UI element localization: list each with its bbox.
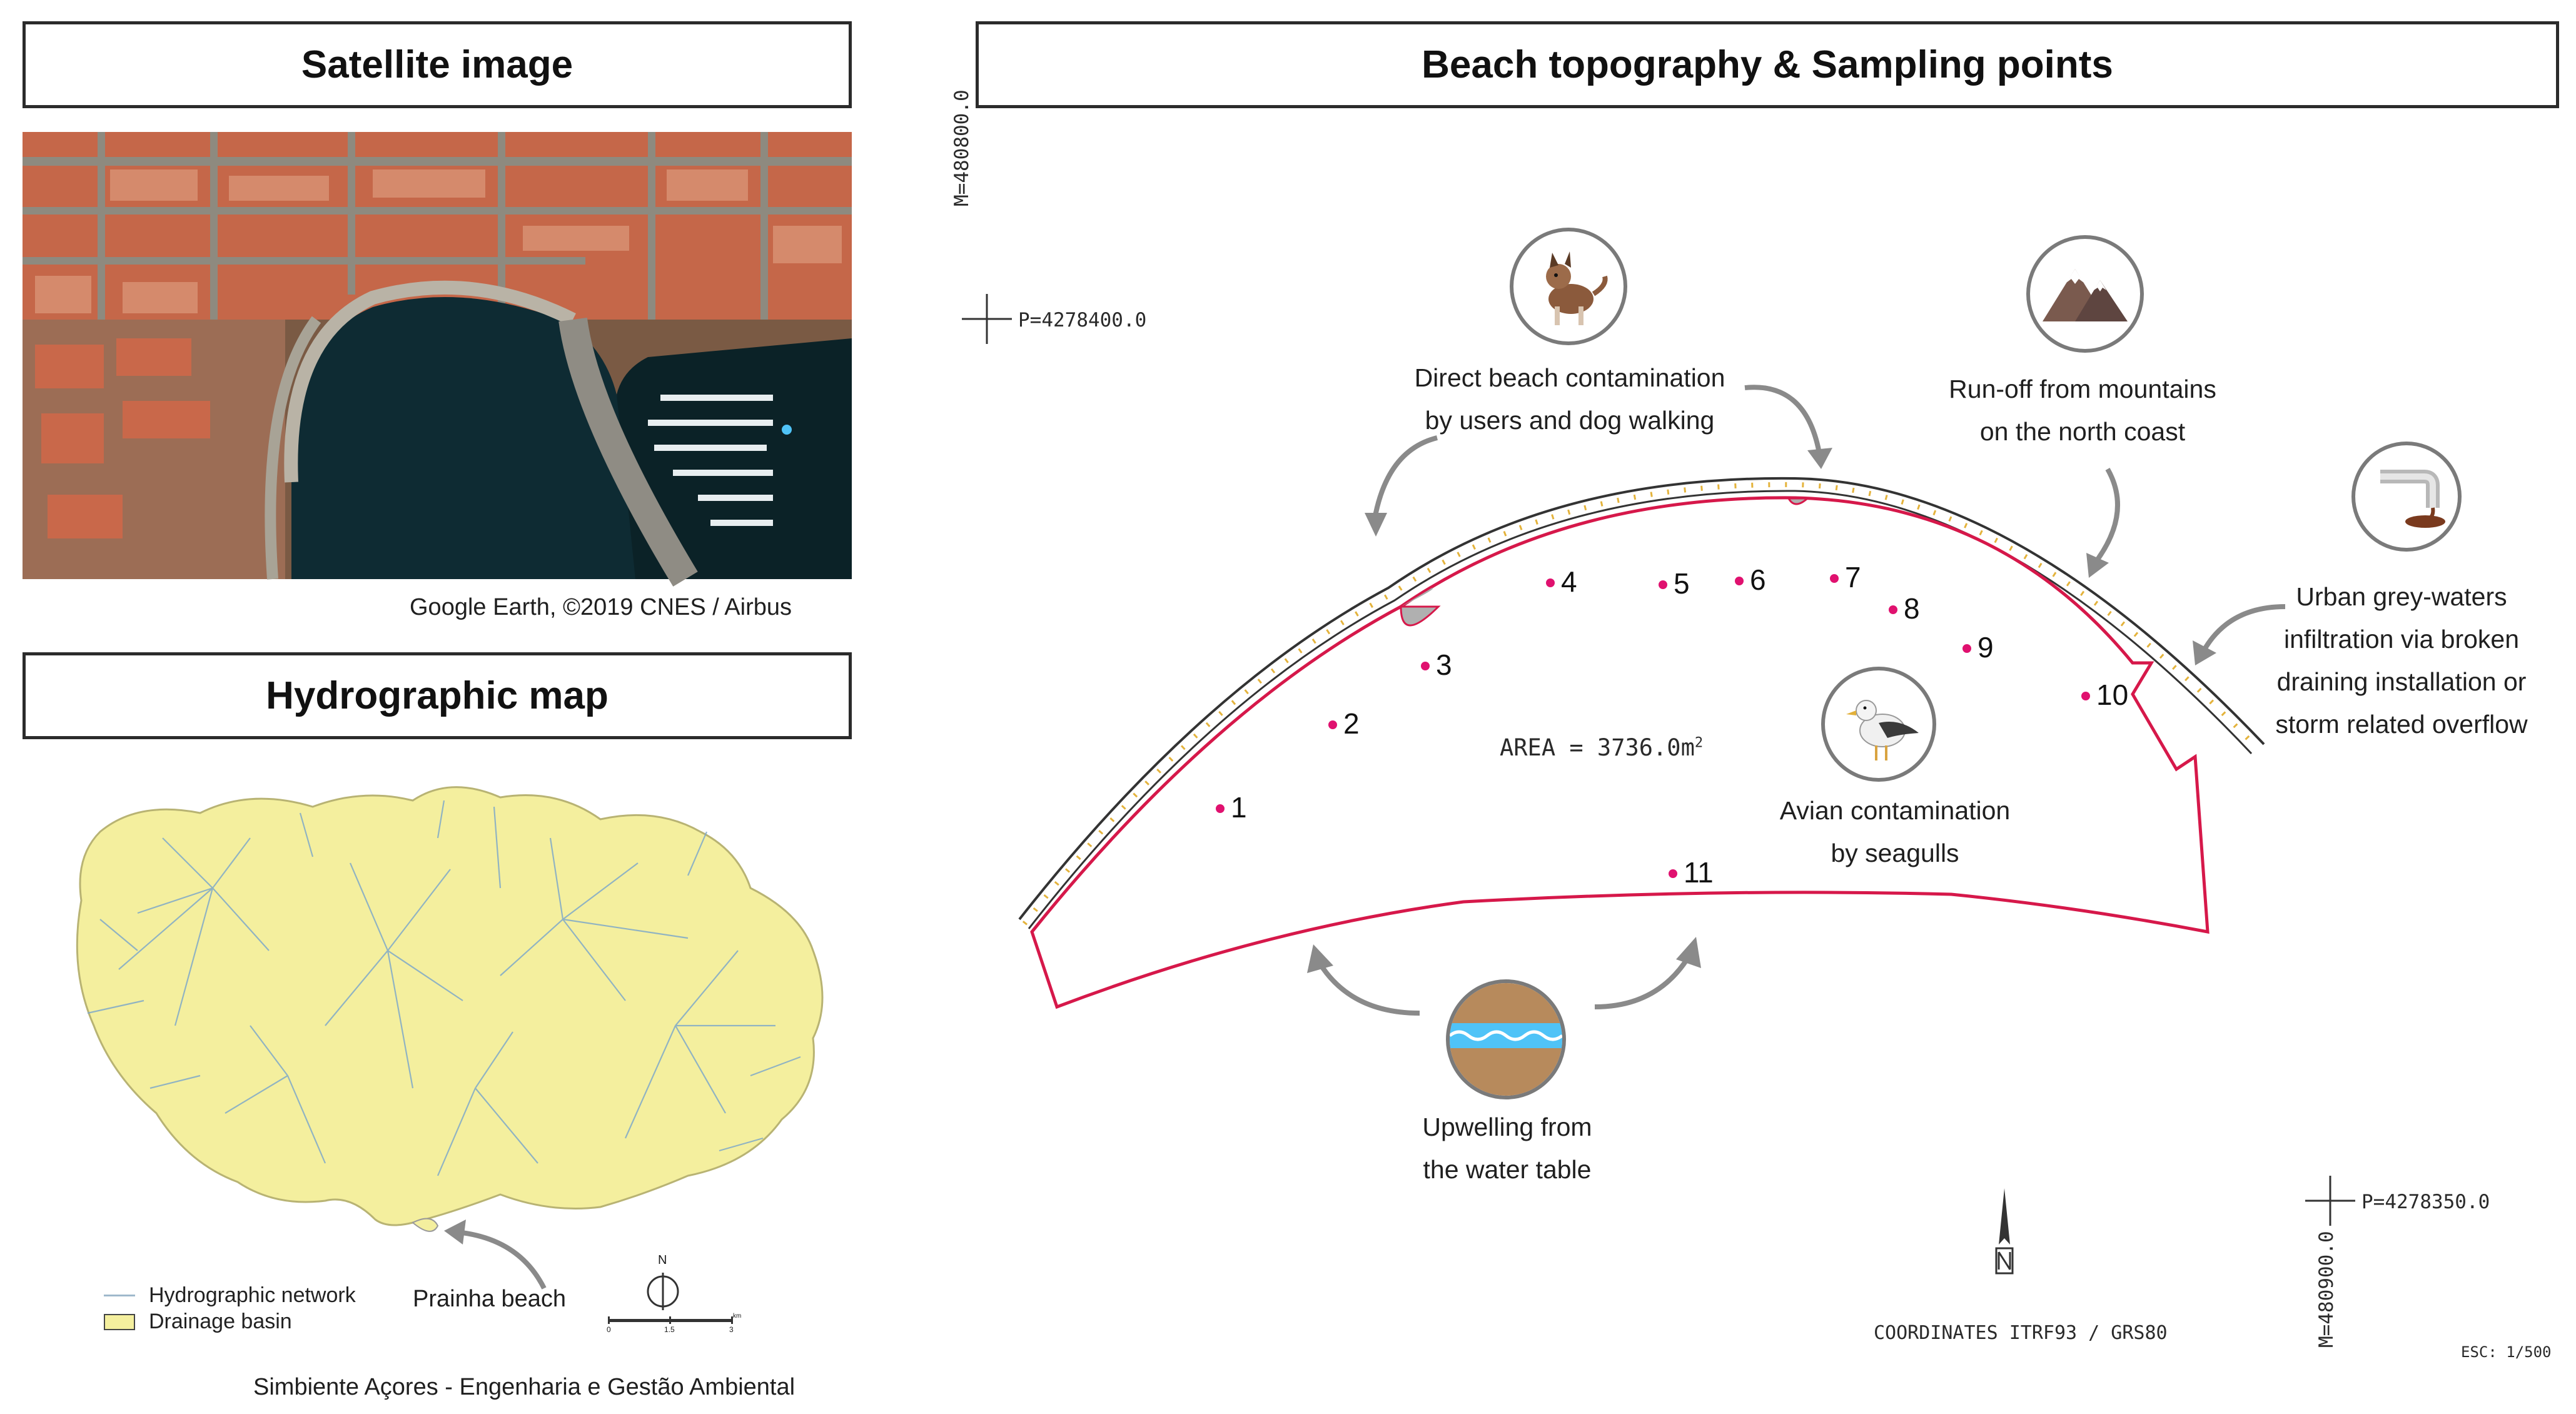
crosshair-top (962, 294, 1012, 344)
seagull-icon (1846, 700, 1919, 760)
hydro-network-swatch (104, 1295, 135, 1296)
hydro-footer: Simbiente Açores - Engenharia e Gestão A… (253, 1374, 796, 1400)
hydrographic-map (76, 786, 824, 1232)
legend-hydro-network: Hydrographic network (104, 1283, 356, 1308)
topo-title: Beach topography & Sampling points (976, 21, 2559, 108)
dog-icon (1546, 251, 1608, 325)
coord-top-m: M=480800.0 (951, 89, 973, 206)
north-compass-icon (1995, 1188, 2014, 1275)
coord-bottom-m: M=480900.0 (2315, 1231, 2338, 1348)
area-label: AREA = 3736.0m2 (1500, 734, 1704, 761)
dog-source-circle (1510, 228, 1627, 345)
water-arrow-right (1594, 937, 1701, 1009)
mountain-arrow (2086, 468, 2120, 578)
dog-arrow-left (1365, 435, 1438, 537)
beach-plan (1018, 477, 2265, 1009)
coord-top-p: P=4278400.0 (1018, 309, 1147, 331)
sampling-point-10: 10 (2081, 679, 2128, 711)
sampling-point-9: 9 (1962, 631, 1994, 664)
sampling-point-6: 6 (1735, 563, 1766, 596)
beach-boundary (1030, 496, 2210, 1009)
prainha-beach-label: Prainha beach (413, 1286, 567, 1312)
sampling-point-8: 8 (1889, 592, 1920, 625)
water-arrow-left (1307, 944, 1420, 1016)
outfall-wedge-right (1787, 497, 1810, 505)
beach-pointer-arrow (444, 1220, 547, 1290)
drainage-basin-swatch (104, 1313, 135, 1330)
pipe-source-circle (2351, 442, 2462, 552)
mountain-icon (2043, 269, 2128, 321)
dog-arrow-right (1744, 385, 1832, 469)
water-table-icon (1450, 983, 1562, 1096)
coordinates-note: COORDINATES ITRF93 / GRS80 (1874, 1322, 2168, 1344)
water-table-source-label: Upwelling from the water table (1422, 1113, 1592, 1184)
satellite-image (23, 132, 852, 587)
water-table-source-circle (1446, 979, 1566, 1099)
mountain-source-label: Run-off from mountains on the north coas… (1949, 375, 2216, 446)
sampling-point-7: 7 (1830, 561, 1861, 593)
sampling-point-5: 5 (1659, 567, 1690, 600)
mountain-source-circle (2026, 235, 2144, 353)
sampling-point-1: 1 (1216, 791, 1247, 824)
scale-note: ESC: 1/500 (2461, 1343, 2552, 1361)
seawall-outer (1018, 477, 2265, 921)
north-arrow: N (644, 1253, 682, 1315)
pipe-icon (2380, 470, 2445, 528)
coord-bottom-p: P=4278350.0 (2361, 1191, 2490, 1213)
scale-bar: 0 1.5 3 km (607, 1313, 742, 1334)
sampling-point-2: 2 (1328, 707, 1360, 740)
sampling-point-4: 4 (1546, 565, 1577, 598)
sampling-point-3: 3 (1421, 649, 1452, 681)
satellite-credit: Google Earth, ©2019 CNES / Airbus (410, 594, 792, 620)
north-arrow-icon (647, 1273, 679, 1310)
sampling-point-11: 11 (1669, 856, 1714, 889)
prainha-beach-shape (412, 1218, 439, 1232)
drainage-basin-shape (76, 786, 824, 1226)
satellite-title: Satellite image (23, 21, 852, 108)
pipe-arrow (2193, 604, 2286, 665)
crosshair-bottom (2305, 1176, 2355, 1226)
outfall-wedge-left (1400, 605, 1441, 627)
legend-drainage-basin: Drainage basin (104, 1310, 292, 1334)
dog-source-label: Direct beach contamination by users and … (1414, 363, 1725, 435)
hydro-title: Hydrographic map (23, 652, 852, 739)
seagull-source-label: Avian contamination by seagulls (1779, 796, 2011, 867)
pipe-source-label: Urban grey-waters infiltration via broke… (2275, 582, 2528, 739)
seagull-source-circle (1821, 667, 1936, 782)
